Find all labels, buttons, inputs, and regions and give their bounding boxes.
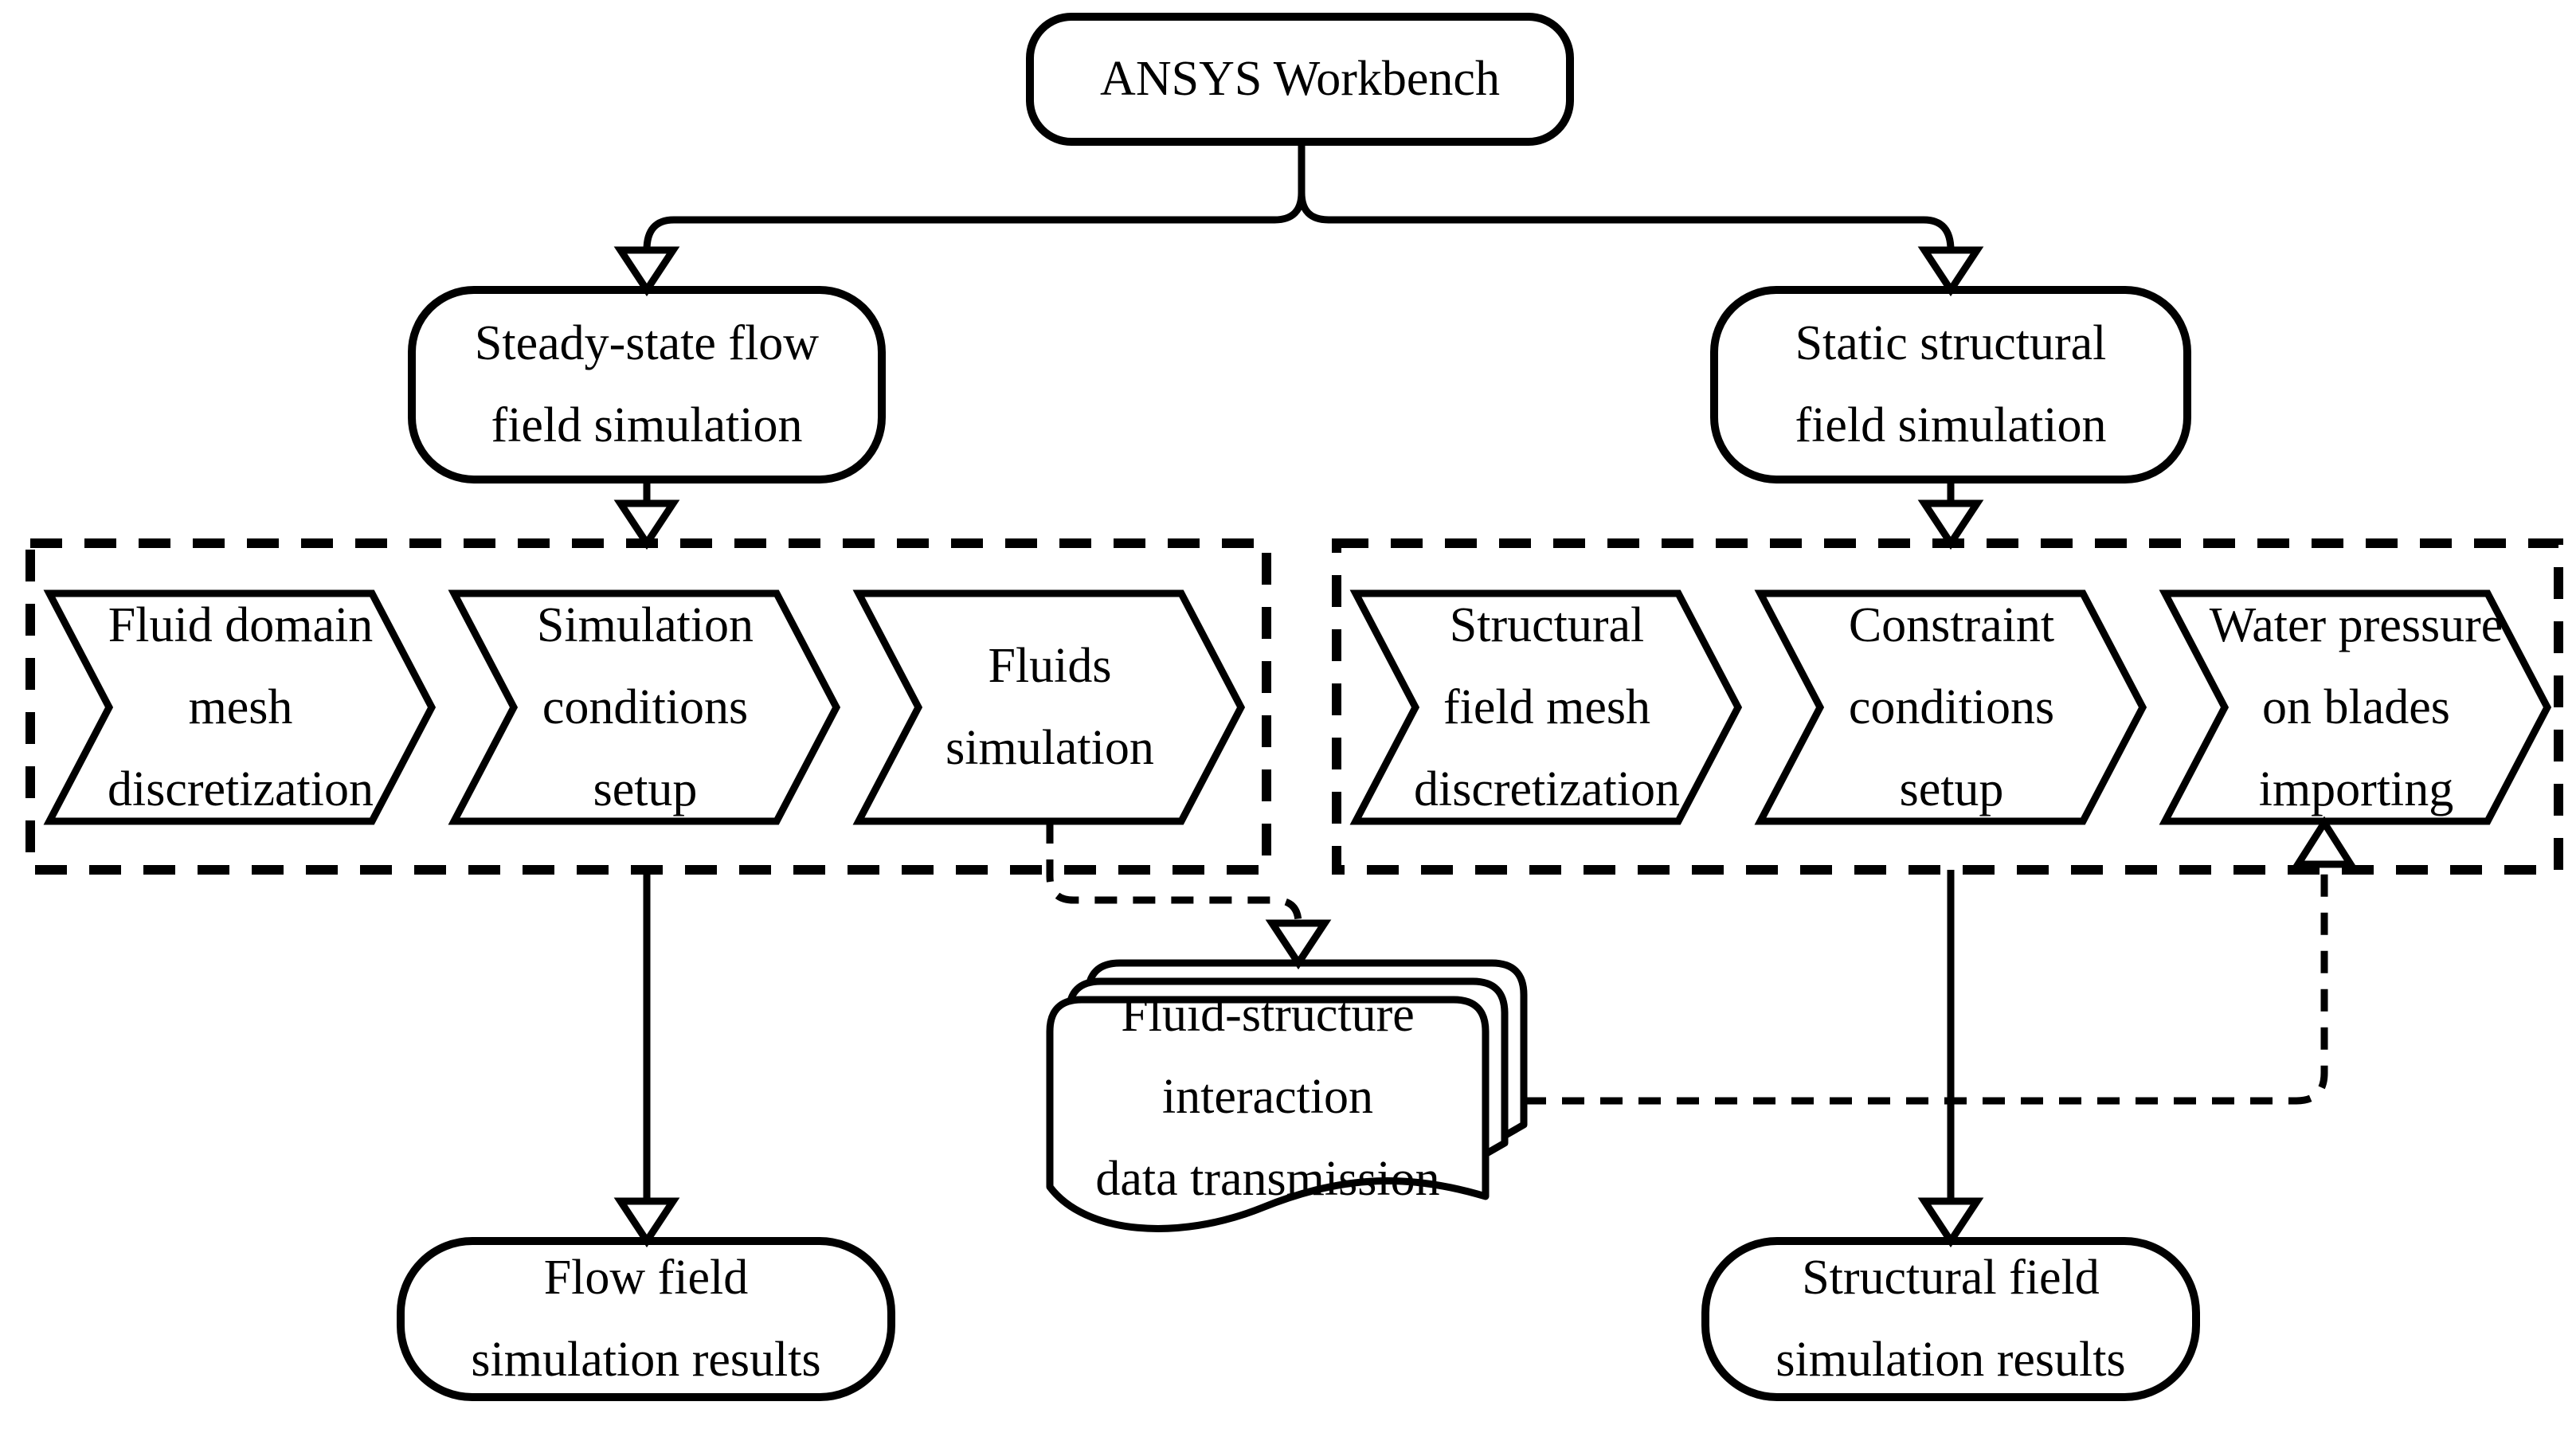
label-line: field simulation <box>491 398 803 452</box>
down-arrowhead-icon <box>1917 499 1984 550</box>
simulation-conditions-step-label: Simulation conditions setup <box>454 593 836 821</box>
label-line: simulation <box>945 721 1154 775</box>
label-line: Structural field <box>1802 1251 2100 1305</box>
label-line: Steady-state flow <box>474 316 820 370</box>
label-line: Fluid-structure <box>1121 987 1415 1042</box>
label-line: discretization <box>1414 761 1680 816</box>
label-line: field mesh <box>1443 679 1650 734</box>
label-line: Water pressure <box>2209 597 2504 652</box>
constraint-conditions-chevron-shape <box>1754 589 2147 825</box>
label-line: discretization <box>108 761 374 816</box>
label-line: Fluid domain <box>108 597 374 652</box>
root-to-flow-branch-connector <box>643 192 1306 251</box>
document-to-water-pressure-dashed-connector <box>1524 867 2328 1105</box>
down-arrowhead-icon <box>613 246 680 297</box>
constraint-conditions-step-label: Constraint conditions setup <box>1760 593 2143 821</box>
root-to-structural-branch-connector <box>1298 192 1955 251</box>
steady-state-flow-node-label: Steady-state flow field simulation <box>412 290 882 480</box>
document-stack-front-shape <box>1046 996 1490 1232</box>
label-line: Flow field <box>543 1251 749 1305</box>
structural-result-node-label: Structural field simulation results <box>1705 1241 2196 1397</box>
down-arrowhead-icon <box>613 499 680 550</box>
fluids-simulation-chevron-shape <box>852 589 1246 825</box>
fluids-simulation-to-document-dashed-connector <box>1046 821 1302 924</box>
label-line: Static structural <box>1795 316 2107 370</box>
ansys-workbench-node-label: ANSYS Workbench <box>1030 17 1570 142</box>
down-arrowhead-icon <box>613 1197 680 1248</box>
label-line: conditions <box>542 679 749 734</box>
water-pressure-step-label: Water pressure on blades importing <box>2165 593 2547 821</box>
simulation-conditions-chevron-shape <box>448 589 841 825</box>
label-line: field simulation <box>1795 398 2107 452</box>
up-arrowhead-icon <box>2291 816 2358 868</box>
label-line: Constraint <box>1848 597 2055 652</box>
structural-field-mesh-chevron-shape <box>1349 589 1743 825</box>
label-line: Structural <box>1449 597 1645 652</box>
label-line: mesh <box>188 679 293 734</box>
label-line: setup <box>593 761 698 816</box>
data-transmission-document-label: Fluid-structure interaction data transmi… <box>1050 988 1486 1206</box>
label-line: interaction <box>1161 1069 1374 1124</box>
label-line: on blades <box>2262 679 2450 734</box>
flow-result-node-label: Flow field simulation results <box>401 1241 891 1397</box>
label-line: setup <box>1899 761 2004 816</box>
label-line: conditions <box>1848 679 2055 734</box>
static-structural-node-label: Static structural field simulation <box>1714 290 2187 480</box>
label-line: data transmission <box>1095 1151 1440 1206</box>
label-line: Fluids <box>988 639 1112 693</box>
fluids-simulation-step-label: Fluids simulation <box>859 593 1241 821</box>
label-line: simulation results <box>471 1333 821 1387</box>
down-arrowhead-icon <box>1917 1197 1984 1248</box>
fluid-domain-mesh-chevron-shape <box>43 589 437 825</box>
down-arrowhead-icon <box>1917 246 1984 297</box>
water-pressure-chevron-shape <box>2159 589 2552 825</box>
down-arrowhead-icon <box>1265 919 1332 970</box>
fluid-domain-mesh-step-label: Fluid domain mesh discretization <box>49 593 432 821</box>
label-line: simulation results <box>1775 1333 2126 1387</box>
structural-field-mesh-step-label: Structural field mesh discretization <box>1356 593 1738 821</box>
label-line: Simulation <box>536 597 754 652</box>
label-line: ANSYS Workbench <box>1100 52 1500 106</box>
label-line: importing <box>2258 761 2454 816</box>
